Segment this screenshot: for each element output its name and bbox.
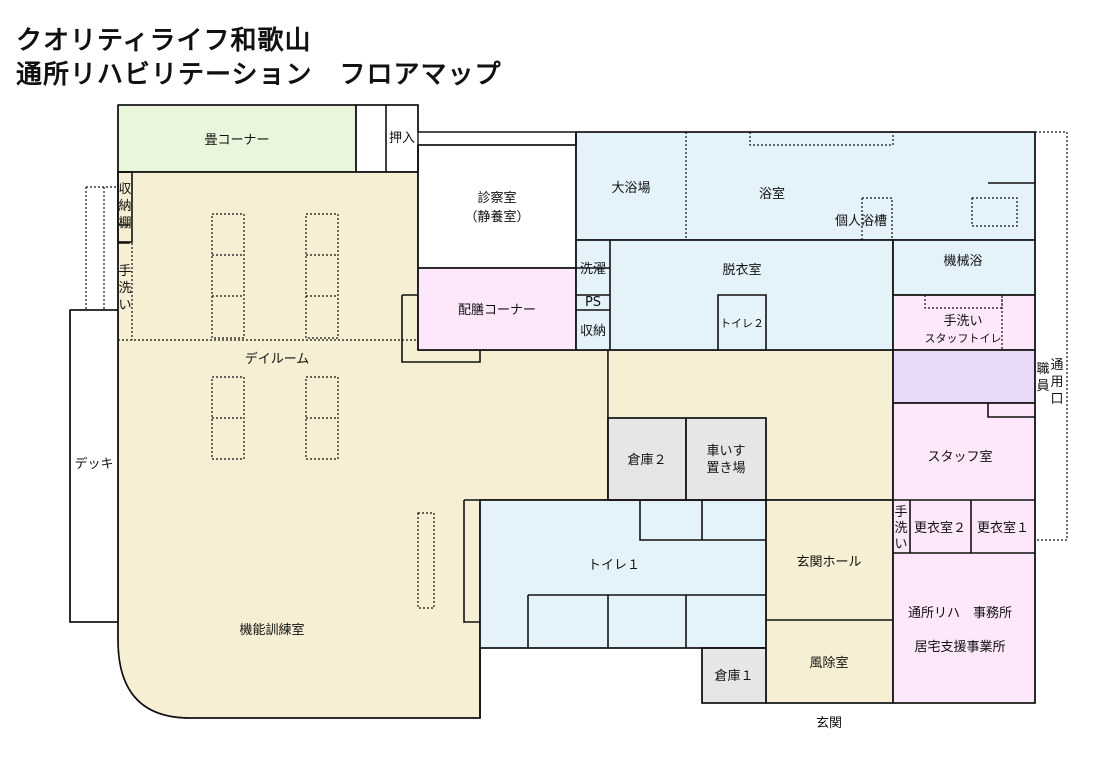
label-kouishitsu1: 更衣室１ [977, 520, 1029, 536]
label-souko2: 倉庫２ [627, 453, 666, 468]
label-staff-room: スタッフ室 [927, 449, 992, 465]
room-deck[interactable] [69, 309, 119, 623]
label-oshiire: 押入 [389, 131, 415, 146]
label-sentaku: 洗濯 [580, 262, 606, 277]
label-toilet2: トイレ２ [720, 317, 764, 330]
label-shokuin: 職 員 [1036, 362, 1049, 394]
svg-text:収: 収 [118, 182, 131, 197]
label-kurumaisu-1: 車いす [706, 444, 745, 459]
label-kouishitsu2: 更衣室２ [914, 520, 966, 536]
svg-text:洗: 洗 [894, 521, 907, 536]
label-shinsatsu: 診察室 [477, 190, 516, 206]
room-toilet1[interactable] [479, 499, 767, 649]
label-datsuishitsu: 脱衣室 [722, 262, 761, 278]
label-tearai-small: 手 洗 い [894, 505, 907, 552]
svg-text:用: 用 [1050, 375, 1063, 390]
label-dayroom: デイルーム [245, 351, 310, 367]
label-toilet1: トイレ１ [588, 558, 640, 573]
label-shuno-dana: 収 納 棚 [118, 182, 131, 231]
svg-text:通: 通 [1050, 358, 1063, 373]
label-oyokujo: 大浴場 [611, 181, 650, 196]
label-ps: PS [585, 295, 601, 310]
label-kojin-yokuso: 個人浴槽 [835, 214, 887, 229]
svg-text:員: 員 [1036, 379, 1049, 394]
label-tsusho-2: 居宅支援事業所 [914, 639, 1005, 655]
svg-text:納: 納 [118, 199, 131, 214]
page-title-line2: 通所リハビリテーション フロアマップ [16, 60, 502, 90]
page-title-line1: クオリティライフ和歌山 [16, 26, 312, 56]
label-tearai: 手洗い [943, 314, 982, 329]
svg-text:職: 職 [1036, 362, 1049, 377]
svg-text:口: 口 [1050, 392, 1063, 407]
label-genkan-hall: 玄関ホール [796, 555, 861, 570]
room-genkan-hall[interactable] [765, 499, 894, 704]
room-kurumaisu[interactable] [685, 417, 767, 501]
label-seiyo: （静養室） [464, 209, 529, 225]
label-tatami: 畳コーナー [204, 133, 269, 148]
svg-text:手: 手 [118, 264, 131, 279]
svg-text:い: い [894, 537, 907, 552]
label-kinou: 機能訓練室 [239, 622, 304, 638]
room-staff-toilet[interactable] [892, 294, 1036, 351]
label-kurumaisu-2: 置き場 [706, 461, 745, 476]
label-tearai-left: 手 洗 い [118, 264, 131, 313]
label-haizen: 配膳コーナー [458, 302, 536, 318]
svg-text:洗: 洗 [118, 281, 131, 296]
label-yokushitsu: 浴室 [759, 186, 785, 202]
label-genkan: 玄関 [816, 716, 842, 731]
label-tsusho-1: 通所リハ 事務所 [908, 606, 1012, 621]
svg-text:棚: 棚 [118, 216, 131, 231]
label-tsuyoguchi: 通 用 口 [1050, 358, 1063, 407]
svg-text:手: 手 [894, 505, 907, 520]
room-souko1[interactable] [701, 647, 767, 704]
label-staff-toilet: スタッフトイレ [925, 332, 1002, 345]
room-shinsatsu[interactable] [417, 144, 577, 269]
label-kikai-yoku: 機械浴 [943, 254, 982, 269]
room-staff-corridor [892, 349, 1036, 404]
label-fujoshitsu: 風除室 [809, 655, 848, 671]
label-deck: デッキ [74, 456, 113, 472]
label-shuno: 収納 [580, 324, 606, 339]
svg-text:い: い [118, 298, 131, 313]
label-souko1: 倉庫１ [714, 669, 753, 684]
